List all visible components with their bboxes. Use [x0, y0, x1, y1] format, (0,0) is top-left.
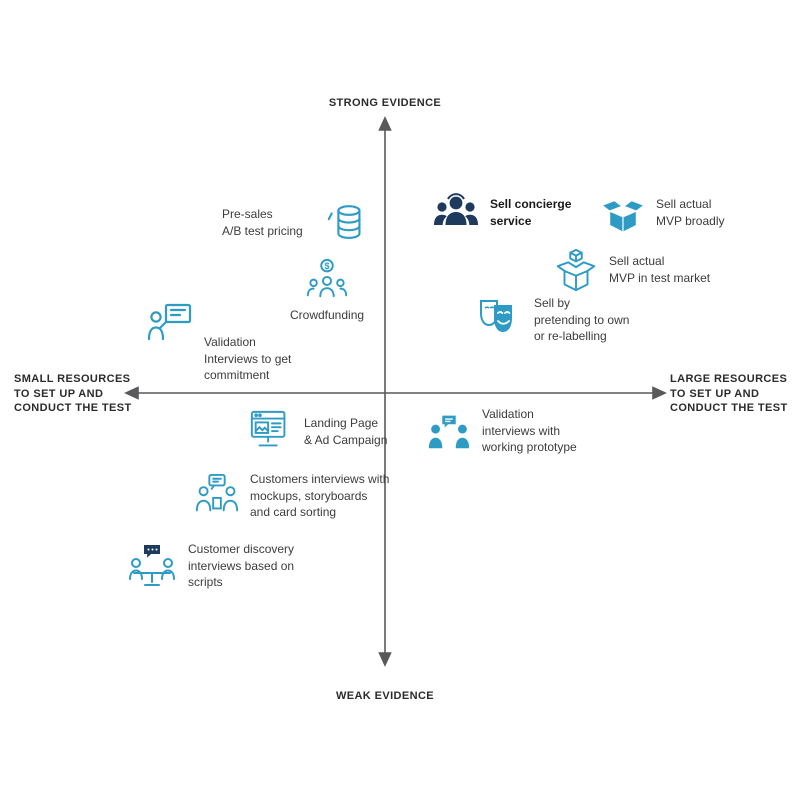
landing-page-icon [248, 408, 294, 456]
item-presales-label: Pre-sales A/B test pricing [222, 207, 303, 238]
open-box-outline-icon [553, 246, 599, 294]
item-concierge: Sell concierge service [432, 191, 586, 235]
prototype-interview-icon [426, 408, 472, 454]
discovery-table-icon [126, 542, 178, 590]
item-mvp-test: Sell actual MVP in test market [553, 246, 729, 294]
item-pretend-label: Sell by pretending to own or re-labellin… [534, 296, 630, 344]
item-commitment: Validation Interviews to get commitment [146, 302, 316, 384]
axis-label-weak-evidence: WEAK EVIDENCE [335, 690, 435, 702]
item-pretend: Sell by pretending to own or re-labellin… [474, 295, 652, 345]
item-mvp-broadly: Sell actual MVP broadly [600, 192, 748, 234]
axis-label-small-resources: SMALL RESOURCES TO SET UP AND CONDUCT TH… [14, 373, 132, 415]
item-crowdfunding-label: Crowdfunding [290, 308, 365, 322]
presenter-icon [146, 302, 194, 350]
item-concierge-label: Sell concierge service [490, 197, 572, 228]
item-presales: Pre-sales A/B test pricing [222, 200, 370, 246]
item-mvp-test-label: Sell actual MVP in test market [609, 254, 711, 285]
open-box-filled-icon [600, 192, 646, 234]
svg-text:$: $ [324, 261, 329, 271]
crowdfunding-icon: $ [303, 257, 351, 303]
axis-label-strong-evidence: STRONG EVIDENCE [328, 97, 442, 109]
coins-icon [324, 200, 370, 246]
axis-label-large-resources: LARGE RESOURCES TO SET UP AND CONDUCT TH… [670, 373, 788, 415]
item-mvp-broadly-label: Sell actual MVP broadly [656, 197, 725, 228]
item-commitment-label: Validation Interviews to get commitment [204, 335, 292, 383]
item-landing: Landing Page & Ad Campaign [248, 408, 404, 456]
item-crowdfunding: $ Crowdfunding [290, 257, 364, 324]
item-mockups: Customers interviews with mockups, story… [194, 471, 418, 521]
concierge-people-icon [432, 191, 480, 235]
item-discovery-label: Customer discovery interviews based on s… [188, 542, 295, 590]
item-landing-label: Landing Page & Ad Campaign [304, 416, 388, 447]
mockup-interview-icon [194, 473, 240, 519]
item-prototype: Validation interviews with working proto… [426, 406, 602, 456]
item-mockups-label: Customers interviews with mockups, story… [250, 472, 390, 520]
item-discovery: Customer discovery interviews based on s… [126, 541, 324, 591]
theater-masks-icon [474, 295, 524, 345]
item-prototype-label: Validation interviews with working proto… [482, 407, 577, 455]
